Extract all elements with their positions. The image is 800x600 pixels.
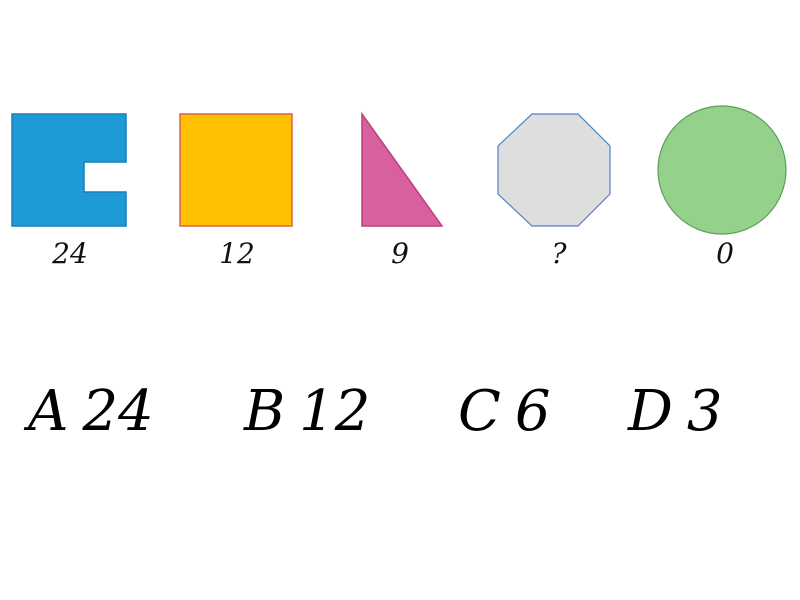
c-shape-icon [11,113,127,227]
option-a-letter: A [28,379,69,444]
shape-label-4: ? [551,237,567,270]
option-d-letter: D [628,379,673,444]
right-triangle-icon [361,111,444,227]
option-a-value: 24 [82,379,154,444]
circle-icon [657,105,787,235]
shape-label-5: 0 [716,237,734,270]
octagon-icon [497,113,611,227]
option-d-value: 3 [686,379,723,444]
shape-label-2: 12 [219,237,255,270]
option-c-letter: C [458,379,501,444]
option-c-value: 6 [514,379,551,444]
shape-label-1: 24 [52,237,88,270]
option-b-letter: B [244,379,286,444]
square-icon [179,113,293,227]
shape-label-3: 9 [391,237,409,270]
option-b-value: 12 [299,379,371,444]
